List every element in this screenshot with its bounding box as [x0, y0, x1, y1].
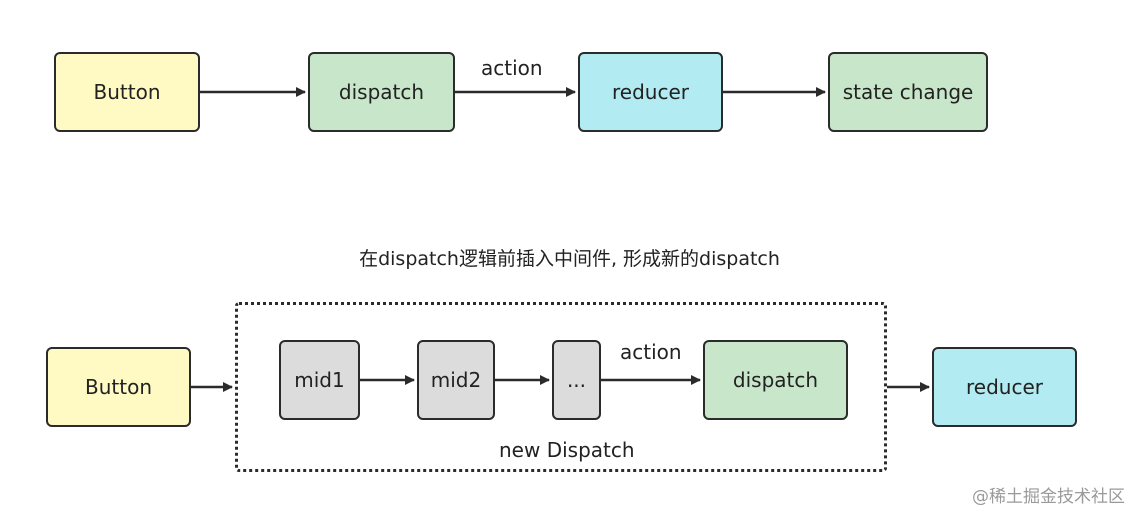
- new-dispatch-label: new Dispatch: [499, 438, 635, 462]
- bottom-edge-action-label: action: [620, 340, 682, 364]
- top-button-label: Button: [93, 80, 161, 104]
- bottom-dispatch-node: dispatch: [703, 340, 848, 420]
- bottom-dispatch-label: dispatch: [732, 368, 819, 392]
- ellipsis-label: ...: [566, 368, 587, 392]
- bottom-reducer-label: reducer: [966, 375, 1043, 399]
- top-dispatch-label: dispatch: [338, 80, 425, 104]
- top-state-change-label: state change: [842, 80, 974, 104]
- mid2-label: mid2: [430, 368, 482, 392]
- bottom-reducer-node: reducer: [932, 347, 1077, 427]
- mid1-node: mid1: [279, 340, 360, 420]
- ellipsis-node: ...: [552, 340, 601, 420]
- watermark: @稀土掘金技术社区: [972, 487, 1125, 507]
- mid2-node: mid2: [417, 340, 495, 420]
- top-dispatch-node: dispatch: [308, 52, 455, 132]
- bottom-button-label: Button: [85, 375, 152, 399]
- top-button-node: Button: [54, 52, 200, 132]
- middleware-caption: 在dispatch逻辑前插入中间件, 形成新的dispatch: [359, 248, 780, 270]
- top-reducer-label: reducer: [612, 80, 689, 104]
- mid1-label: mid1: [294, 368, 345, 392]
- top-edge-action-label: action: [481, 56, 543, 80]
- new-dispatch-group: [235, 302, 887, 472]
- top-state-change-node: state change: [828, 52, 988, 132]
- top-reducer-node: reducer: [578, 52, 723, 132]
- bottom-button-node: Button: [46, 347, 191, 427]
